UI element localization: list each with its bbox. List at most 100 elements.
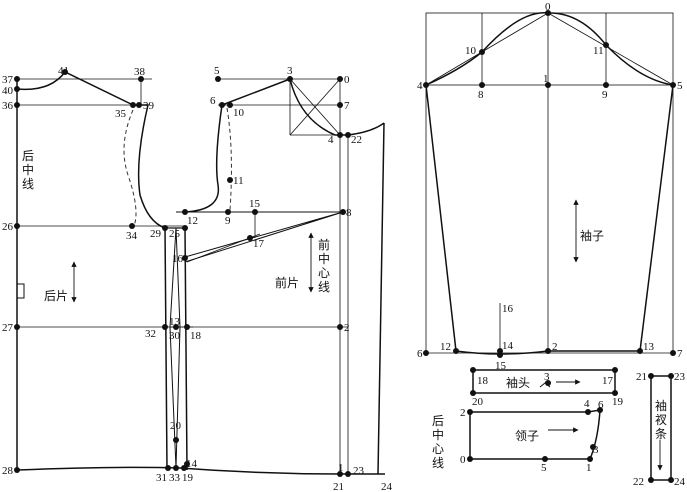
svg-text:27: 27: [2, 322, 14, 334]
svg-text:袖子: 袖子: [580, 228, 604, 243]
placket-points: [648, 373, 674, 483]
svg-text:14: 14: [186, 458, 198, 470]
svg-text:10: 10: [233, 107, 245, 119]
collar-points: [467, 407, 603, 462]
svg-text:6: 6: [598, 399, 604, 411]
svg-text:3: 3: [544, 371, 550, 383]
svg-text:中: 中: [22, 162, 34, 177]
placket: [650, 375, 672, 481]
svg-text:26: 26: [2, 221, 14, 233]
svg-text:衩: 衩: [655, 413, 667, 427]
svg-text:线: 线: [318, 280, 330, 294]
svg-text:线: 线: [22, 177, 34, 191]
svg-text:19: 19: [612, 396, 624, 408]
svg-text:0: 0: [460, 454, 466, 466]
svg-text:24: 24: [674, 476, 686, 488]
svg-text:17: 17: [253, 238, 265, 250]
svg-text:41: 41: [58, 65, 69, 77]
svg-text:24: 24: [381, 481, 393, 492]
svg-text:12: 12: [187, 215, 198, 227]
svg-text:28: 28: [2, 465, 14, 477]
front-piece: [176, 78, 385, 475]
svg-text:13: 13: [643, 341, 655, 353]
svg-text:21: 21: [636, 371, 647, 383]
svg-text:2: 2: [552, 341, 558, 353]
svg-text:前: 前: [318, 237, 330, 252]
svg-text:7: 7: [344, 100, 350, 112]
svg-text:1: 1: [338, 462, 344, 474]
svg-text:7: 7: [677, 348, 683, 360]
svg-text:4: 4: [417, 80, 423, 92]
svg-text:1: 1: [543, 73, 549, 85]
svg-text:2: 2: [460, 407, 466, 419]
cuff-points: [470, 367, 618, 396]
svg-text:中: 中: [432, 427, 444, 442]
svg-text:39: 39: [143, 100, 155, 112]
svg-text:36: 36: [2, 100, 14, 112]
svg-text:20: 20: [170, 420, 182, 432]
svg-text:18: 18: [477, 375, 489, 387]
front-piece-points: [182, 76, 351, 477]
svg-text:15: 15: [495, 360, 507, 372]
svg-text:4: 4: [328, 134, 334, 146]
svg-text:0: 0: [344, 74, 350, 86]
sleeve: [425, 12, 674, 355]
svg-text:11: 11: [233, 175, 244, 187]
svg-text:后: 后: [22, 149, 34, 163]
svg-text:33: 33: [169, 472, 181, 484]
svg-text:15: 15: [249, 198, 261, 210]
back-piece-text: 后中线 后片: [22, 149, 68, 303]
svg-text:前片: 前片: [275, 275, 299, 290]
svg-text:10: 10: [465, 45, 477, 57]
svg-text:4: 4: [584, 398, 590, 410]
svg-text:3: 3: [593, 444, 599, 456]
svg-text:6: 6: [210, 95, 216, 107]
svg-text:6: 6: [417, 348, 423, 360]
sleeve-points: [423, 10, 676, 358]
cuff-text: 袖头: [506, 375, 530, 390]
svg-text:40: 40: [2, 85, 14, 97]
svg-text:13: 13: [169, 316, 181, 328]
svg-text:30: 30: [169, 330, 181, 342]
svg-text:袖头: 袖头: [506, 375, 530, 390]
sleeve-text: 袖子: [580, 228, 604, 243]
svg-text:8: 8: [346, 207, 352, 219]
svg-text:25: 25: [169, 228, 181, 240]
svg-text:32: 32: [145, 328, 156, 340]
svg-text:后: 后: [432, 414, 444, 428]
svg-text:2: 2: [344, 322, 350, 334]
svg-text:袖: 袖: [655, 398, 667, 413]
svg-text:34: 34: [126, 230, 138, 242]
svg-text:心: 心: [432, 442, 444, 456]
back-piece-points: [14, 69, 190, 473]
svg-text:37: 37: [2, 74, 14, 86]
svg-text:22: 22: [351, 134, 362, 146]
placket-text: 袖衩条: [655, 398, 667, 441]
svg-text:5: 5: [214, 65, 220, 77]
svg-text:后片: 后片: [44, 289, 68, 303]
svg-text:领子: 领子: [515, 429, 539, 443]
svg-text:31: 31: [156, 472, 167, 484]
svg-text:22: 22: [633, 476, 644, 488]
svg-text:5: 5: [677, 80, 683, 92]
svg-text:5: 5: [541, 462, 547, 474]
svg-text:0: 0: [545, 1, 551, 13]
svg-text:心: 心: [318, 266, 330, 280]
svg-text:21: 21: [333, 481, 344, 492]
svg-text:16: 16: [172, 253, 184, 265]
svg-text:12: 12: [440, 341, 451, 353]
svg-text:35: 35: [115, 108, 127, 120]
svg-text:8: 8: [478, 89, 484, 101]
svg-text:38: 38: [134, 66, 146, 78]
svg-text:29: 29: [150, 228, 162, 240]
svg-text:11: 11: [593, 45, 604, 57]
svg-text:条: 条: [655, 427, 667, 441]
svg-text:9: 9: [602, 89, 608, 101]
svg-text:3: 3: [287, 65, 293, 77]
